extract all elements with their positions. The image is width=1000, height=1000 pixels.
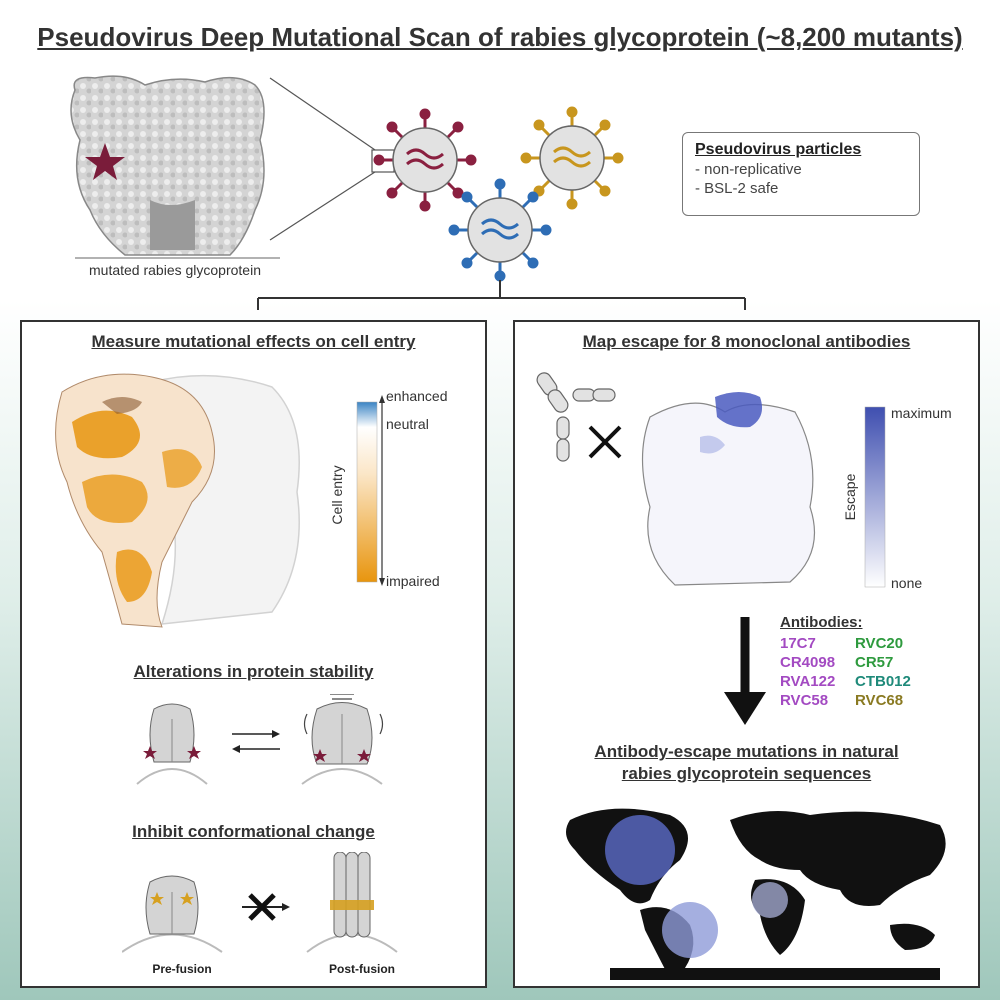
page-title: Pseudovirus Deep Mutational Scan of rabi… — [37, 22, 963, 52]
map-title-line1: Antibody-escape mutations in natural — [594, 742, 899, 761]
postfusion-protein-icon — [330, 852, 374, 938]
glycoprotein-structure — [70, 75, 280, 259]
blue-virus-icon — [448, 178, 552, 282]
antibody-label: RVC20 — [855, 635, 904, 652]
none-label: none — [891, 575, 922, 591]
cell-entry-structure — [55, 373, 300, 628]
unstable-protein-icon — [303, 694, 384, 765]
world-map — [566, 808, 946, 980]
virus-particles-diagram — [257, 77, 746, 310]
info-item: - non-replicative — [695, 161, 802, 178]
cell-entry-panel: Measure mutational effects on cell entry… — [20, 320, 487, 988]
prefusion-label: Pre-fusion — [152, 962, 212, 976]
antibodies-heading: Antibodies: — [780, 614, 863, 631]
antibody-escape-panel: Map escape for 8 monoclonal antibodies E… — [513, 320, 980, 988]
antibody-label: RVC58 — [780, 692, 829, 709]
conformation-diagram — [122, 852, 398, 953]
cell-entry-title: Measure mutational effects on cell entry — [91, 332, 416, 351]
conformation-title: Inhibit conformational change — [132, 822, 375, 841]
antibody-label: CR57 — [855, 654, 894, 671]
mutation-star-icon — [85, 143, 125, 180]
info-item: - BSL-2 safe — [695, 180, 779, 197]
structure-caption: mutated rabies glycoprotein — [89, 262, 261, 278]
info-heading: Pseudovirus particles — [695, 141, 862, 158]
stability-title: Alterations in protein stability — [133, 662, 374, 681]
red-virus-icon — [373, 108, 477, 212]
stability-diagram — [136, 694, 384, 785]
down-arrow-icon — [724, 617, 766, 725]
escape-title: Map escape for 8 monoclonal antibodies — [582, 332, 911, 351]
antibody-label: RVC68 — [855, 692, 904, 709]
antibody-icon — [536, 372, 616, 462]
cell-entry-colorbar: Cell entry enhanced neutral impaired — [329, 388, 448, 589]
antibody-label: 17C7 — [780, 635, 816, 652]
prefusion-gold-protein-icon — [145, 875, 199, 935]
escape-axis-label: Escape — [845, 473, 858, 520]
antibody-label: RVA122 — [780, 673, 836, 690]
map-title-line2: rabies glycoprotein sequences — [621, 764, 872, 783]
antibody-label: CR4098 — [780, 654, 836, 671]
gold-virus-icon — [520, 106, 624, 210]
antibody-label: CTB012 — [855, 673, 911, 690]
escape-colorbar: Escape maximum none — [845, 405, 952, 591]
cross-icon — [588, 425, 622, 459]
postfusion-label: Post-fusion — [329, 962, 395, 976]
pseudovirus-info-box: Pseudovirus particles - non-replicative … — [682, 132, 920, 216]
neutral-label: neutral — [386, 416, 429, 432]
prefusion-protein-icon — [143, 703, 201, 763]
enhanced-label: enhanced — [386, 388, 448, 404]
impaired-label: impaired — [386, 573, 440, 589]
antibody-escape-structure — [536, 372, 816, 586]
cell-entry-axis-label: Cell entry — [329, 465, 345, 524]
maximum-label: maximum — [891, 405, 952, 421]
